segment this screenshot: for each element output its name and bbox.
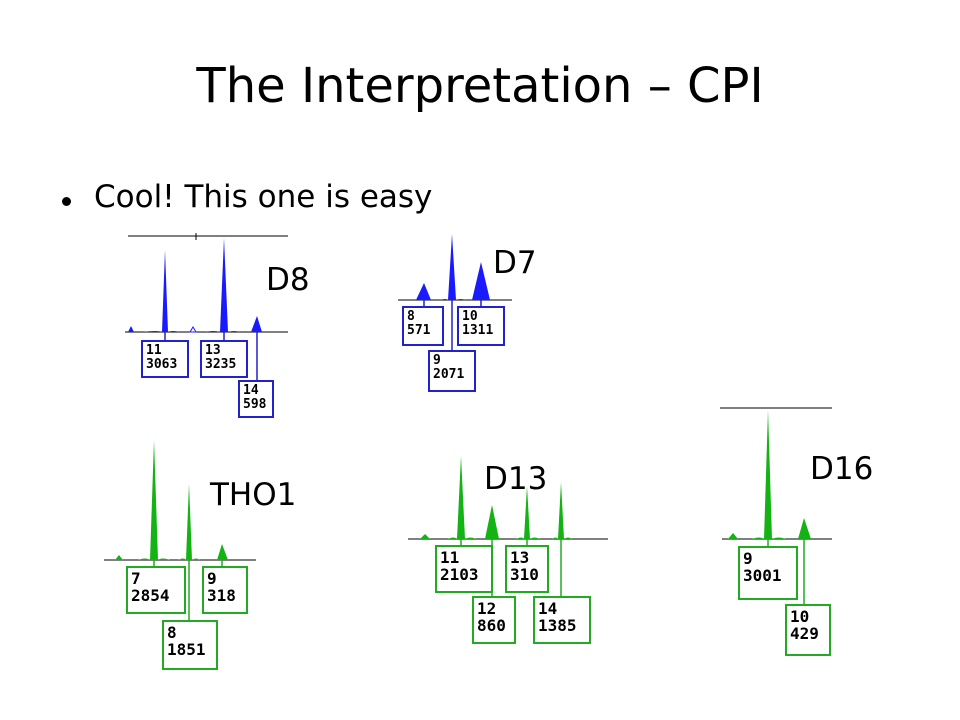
allele-call: 7 <box>131 569 141 588</box>
allele-call: 11 <box>146 343 162 358</box>
epg-d7-peak <box>440 234 466 300</box>
allele-height: 429 <box>790 624 819 643</box>
allele-box-tho1-9: 9 318 <box>202 566 248 614</box>
epg-d16 <box>720 407 832 604</box>
allele-box-d13-11: 11 2103 <box>435 545 493 593</box>
epg-d16-peak <box>798 518 811 539</box>
allele-height: 1851 <box>167 640 206 659</box>
allele-height: 571 <box>407 323 431 338</box>
allele-call: 9 <box>743 549 753 568</box>
allele-box-d16-9: 9 3001 <box>738 546 798 600</box>
epg-d7 <box>398 234 512 350</box>
epg-d13-peak <box>420 534 430 539</box>
locus-label-d16: D16 <box>810 451 874 487</box>
allele-call: 14 <box>243 383 259 398</box>
allele-box-d7-10: 10 1311 <box>457 306 505 346</box>
epg-d7-peak <box>472 262 490 300</box>
epg-d13-peak <box>485 505 499 539</box>
epg-tho1-peak <box>178 484 200 560</box>
allele-height: 3235 <box>205 357 237 372</box>
allele-height: 310 <box>510 565 539 584</box>
allele-call: 9 <box>207 569 217 588</box>
allele-call: 8 <box>407 309 415 324</box>
allele-call: 13 <box>205 343 221 358</box>
allele-call: 11 <box>440 548 460 567</box>
allele-height: 2854 <box>131 586 170 605</box>
epg-d8-peak <box>251 316 262 332</box>
allele-box-tho1-8: 8 1851 <box>162 620 218 670</box>
allele-height: 318 <box>207 586 236 605</box>
epg-d8 <box>125 233 288 380</box>
epg-d8-peak <box>142 250 180 332</box>
allele-height: 1311 <box>462 323 494 338</box>
allele-height: 3063 <box>146 357 178 372</box>
epg-d7-peak <box>416 283 431 300</box>
epg-d8-peak <box>128 326 134 332</box>
epg-tho1 <box>104 440 256 620</box>
allele-box-d8-11: 11 3063 <box>141 340 189 378</box>
locus-label-d7: D7 <box>493 245 537 281</box>
epg-d8-peak <box>205 238 240 332</box>
epg-d13-peak <box>448 456 476 539</box>
allele-call: 9 <box>433 353 441 368</box>
epg-tho1-peak <box>138 440 170 560</box>
bullet-dot-icon <box>62 197 71 206</box>
allele-height: 1385 <box>538 616 577 635</box>
allele-height: 598 <box>243 397 267 412</box>
epg-tho1-peak <box>115 555 123 560</box>
allele-box-d13-12: 12 860 <box>472 596 516 644</box>
allele-box-d16-10: 10 429 <box>785 604 831 656</box>
allele-box-d7-8: 8 571 <box>402 306 444 346</box>
locus-label-tho1: THO1 <box>210 477 297 513</box>
allele-call: 13 <box>510 548 530 567</box>
slide-title: The Interpretation – CPI <box>196 58 764 114</box>
allele-height: 3001 <box>743 566 782 585</box>
locus-label-d13: D13 <box>484 461 548 497</box>
allele-call: 12 <box>477 599 497 618</box>
allele-box-d7-9: 9 2071 <box>428 350 476 392</box>
epg-d13-peak <box>552 482 572 539</box>
allele-box-d8-13: 13 3235 <box>200 340 248 378</box>
allele-height: 860 <box>477 616 506 635</box>
allele-box-d8-14: 14 598 <box>238 380 274 418</box>
allele-call: 10 <box>462 309 478 324</box>
epg-d16-peak <box>728 533 738 539</box>
bullet-text: Cool! This one is easy <box>94 179 433 215</box>
epg-d16-peak <box>752 410 786 539</box>
allele-box-tho1-7: 7 2854 <box>126 566 186 614</box>
allele-height: 2071 <box>433 367 465 382</box>
locus-label-d8: D8 <box>266 262 310 298</box>
epg-tho1-peak <box>217 544 228 560</box>
allele-box-d13-13: 13 310 <box>505 545 549 593</box>
epg-d8-peak <box>189 326 197 333</box>
allele-box-d13-14: 14 1385 <box>533 596 591 644</box>
allele-call: 10 <box>790 607 810 626</box>
allele-call: 8 <box>167 623 177 642</box>
allele-height: 2103 <box>440 565 479 584</box>
epg-d13-peak <box>516 486 540 539</box>
allele-call: 14 <box>538 599 558 618</box>
